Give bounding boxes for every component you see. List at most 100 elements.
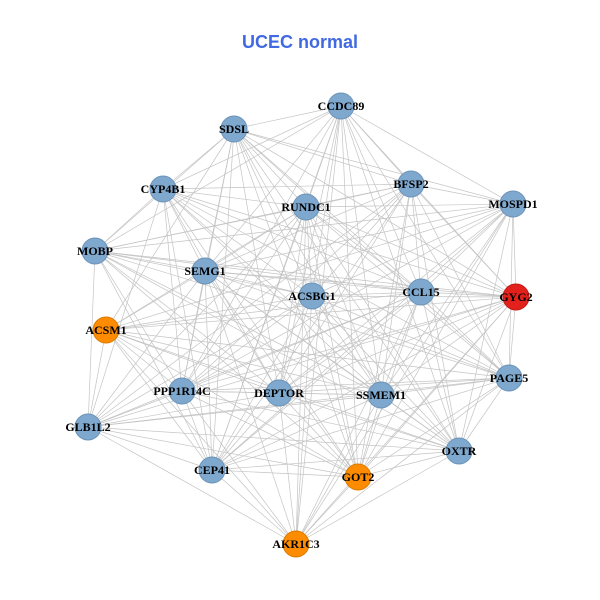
node-label-GYG2: GYG2 <box>499 290 532 304</box>
edge-GLB1L2-GOT2 <box>87 426 359 478</box>
edge-ACSM1-GOT2 <box>105 329 359 478</box>
node-label-ACSM1: ACSM1 <box>85 323 126 337</box>
node-label-CCDC89: CCDC89 <box>318 99 365 113</box>
edge-RUNDC1-GOT2 <box>305 206 359 478</box>
node-MOBP <box>81 237 109 265</box>
labels-layer: CCDC89SDSLBFSP2MOSPD1CYP4B1RUNDC1MOBPSEM… <box>65 99 537 551</box>
edge-GLB1L2-CEP41 <box>87 426 213 471</box>
edge-GYG2-OXTR <box>458 296 517 452</box>
node-DEPTOR <box>265 379 293 407</box>
edge-MOBP-DEPTOR <box>94 250 280 394</box>
node-label-CEP41: CEP41 <box>194 463 230 477</box>
edge-MOBP-GOT2 <box>94 250 359 478</box>
edge-CCL15-GYG2 <box>420 291 517 298</box>
node-RUNDC1 <box>292 193 320 221</box>
edge-MOBP-GYG2 <box>94 250 517 298</box>
edge-CCDC89-AKR1C3 <box>295 105 342 545</box>
edge-CCDC89-MOBP <box>94 105 342 252</box>
edge-CCDC89-CCL15 <box>340 105 422 293</box>
edge-BFSP2-OXTR <box>410 183 460 452</box>
node-label-GOT2: GOT2 <box>342 470 375 484</box>
edge-GYG2-ACSM1 <box>105 296 517 331</box>
edge-ACSBG1-PAGE5 <box>311 295 510 379</box>
edge-MOBP-SSMEM1 <box>94 250 382 396</box>
edge-ACSM1-DEPTOR <box>105 329 280 394</box>
edge-CCDC89-MOSPD1 <box>340 105 514 205</box>
edge-OXTR-AKR1C3 <box>295 450 460 545</box>
edge-MOSPD1-SEMG1 <box>204 203 514 272</box>
edge-MOSPD1-DEPTOR <box>278 203 514 394</box>
edge-MOSPD1-CCL15 <box>420 203 514 293</box>
edge-CYP4B1-RUNDC1 <box>162 188 307 208</box>
edge-RUNDC1-CEP41 <box>211 206 307 471</box>
edge-SEMG1-CCL15 <box>204 270 422 293</box>
node-SEMG1 <box>191 257 219 285</box>
edge-SDSL-PAGE5 <box>233 128 510 379</box>
edge-ACSBG1-CCL15 <box>311 291 422 297</box>
edge-GYG2-AKR1C3 <box>295 296 517 545</box>
node-PAGE5 <box>495 364 523 392</box>
node-label-CCL15: CCL15 <box>402 285 439 299</box>
edge-RUNDC1-GYG2 <box>305 206 517 298</box>
edge-GLB1L2-OXTR <box>87 426 460 452</box>
node-CEP41 <box>198 456 226 484</box>
node-SDSL <box>220 115 248 143</box>
node-label-ACSBG1: ACSBG1 <box>288 289 335 303</box>
edge-MOSPD1-ACSBG1 <box>311 203 514 297</box>
edge-PAGE5-CEP41 <box>211 377 510 471</box>
edge-RUNDC1-CCL15 <box>305 206 422 293</box>
edge-CCDC89-OXTR <box>340 105 460 452</box>
edge-BFSP2-CYP4B1 <box>162 183 412 190</box>
plot-title: UCEC normal <box>242 32 358 52</box>
edge-ACSBG1-OXTR <box>311 295 460 452</box>
edge-ACSBG1-GOT2 <box>311 295 359 478</box>
edge-CCDC89-SSMEM1 <box>340 105 382 396</box>
edge-DEPTOR-PAGE5 <box>278 377 510 394</box>
edge-MOSPD1-RUNDC1 <box>305 203 514 208</box>
edge-BFSP2-GYG2 <box>410 183 517 298</box>
edge-GLB1L2-AKR1C3 <box>87 426 297 545</box>
edge-PPP1R14C-PAGE5 <box>181 377 510 392</box>
edge-BFSP2-MOSPD1 <box>410 183 514 205</box>
edge-CYP4B1-CCL15 <box>162 188 422 293</box>
edge-MOBP-SEMG1 <box>94 250 206 272</box>
edge-BFSP2-ACSBG1 <box>311 183 412 297</box>
edge-SDSL-BFSP2 <box>233 128 412 185</box>
nodes-layer <box>74 92 530 558</box>
edge-RUNDC1-OXTR <box>305 206 460 452</box>
edge-CCL15-AKR1C3 <box>295 291 422 545</box>
node-label-PAGE5: PAGE5 <box>490 371 528 385</box>
edge-ACSM1-GLB1L2 <box>87 329 107 428</box>
node-SSMEM1 <box>367 381 395 409</box>
edge-OXTR-CEP41 <box>211 450 460 471</box>
edge-ACSM1-PPP1R14C <box>105 329 183 392</box>
edge-GYG2-GLB1L2 <box>87 296 517 428</box>
node-GOT2 <box>344 463 372 491</box>
edge-CEP41-GOT2 <box>211 469 359 478</box>
edge-RUNDC1-GLB1L2 <box>87 206 307 428</box>
node-BFSP2 <box>397 170 425 198</box>
edge-GOT2-AKR1C3 <box>295 476 359 545</box>
edge-ACSBG1-ACSM1 <box>105 295 313 331</box>
edge-SDSL-GYG2 <box>233 128 517 298</box>
edge-SEMG1-ACSBG1 <box>204 270 313 297</box>
edge-SSMEM1-GOT2 <box>357 394 382 478</box>
edge-SSMEM1-OXTR <box>380 394 460 452</box>
edge-CCDC89-CYP4B1 <box>162 105 342 190</box>
edge-SEMG1-GLB1L2 <box>87 270 206 428</box>
edge-CCDC89-PAGE5 <box>340 105 510 379</box>
edge-CYP4B1-GOT2 <box>162 188 359 478</box>
node-label-BFSP2: BFSP2 <box>393 177 428 191</box>
edge-ACSBG1-PPP1R14C <box>181 295 313 392</box>
edge-CCL15-ACSM1 <box>105 291 422 331</box>
edge-CCL15-PAGE5 <box>420 291 510 379</box>
node-label-RUNDC1: RUNDC1 <box>281 200 330 214</box>
edge-CYP4B1-MOBP <box>94 188 164 252</box>
node-PPP1R14C <box>168 377 196 405</box>
edge-SEMG1-PAGE5 <box>204 270 510 379</box>
edge-GYG2-PAGE5 <box>508 296 517 379</box>
node-label-PPP1R14C: PPP1R14C <box>153 384 210 398</box>
edges-layer <box>87 105 517 545</box>
edge-PPP1R14C-AKR1C3 <box>181 390 297 545</box>
